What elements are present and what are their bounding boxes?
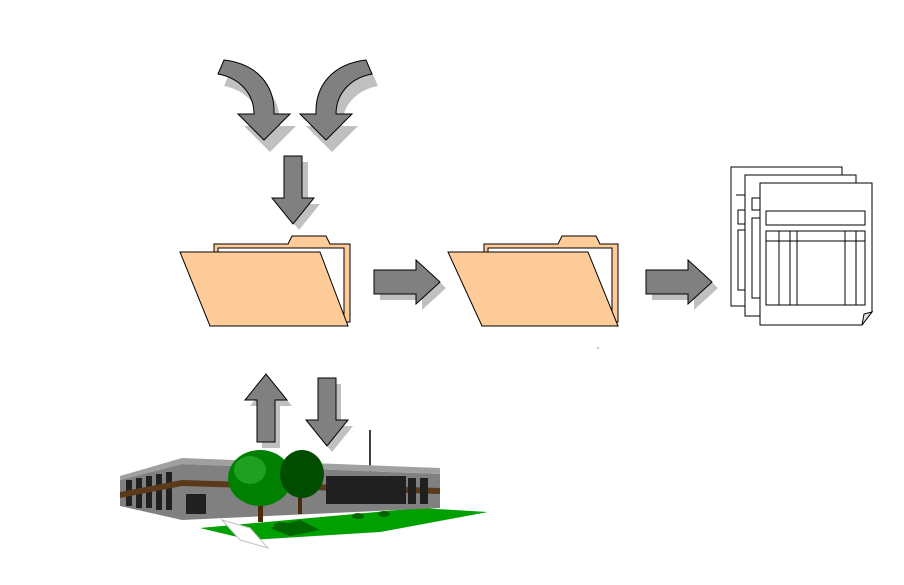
- curved-arrow-left-icon: [217, 59, 296, 152]
- arrow-down-to-folder-icon: [270, 155, 320, 230]
- folder-input-icon: [179, 235, 351, 327]
- building-icon: [120, 430, 488, 549]
- arrow-right-folder-to-folder-icon: [373, 258, 446, 310]
- document-stack-icon: [730, 166, 874, 326]
- arrow-right-folder-to-reports-icon: [645, 258, 718, 310]
- curved-arrow-right-icon: [298, 59, 378, 152]
- arrow-down-to-building-icon: [304, 377, 353, 452]
- arrow-up-to-folder-icon: [243, 373, 292, 448]
- folder-processed-icon: [447, 235, 619, 327]
